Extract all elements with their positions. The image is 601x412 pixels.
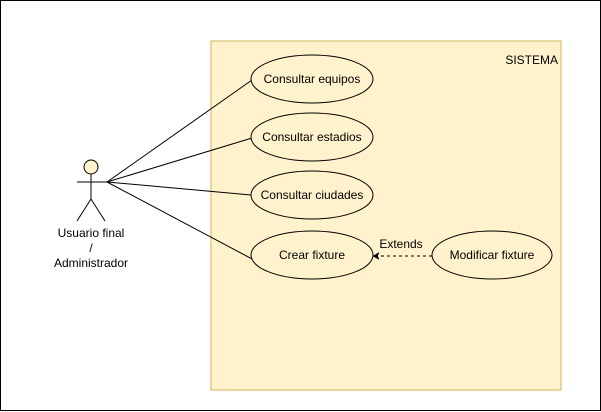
actor-head <box>83 159 99 175</box>
usecase-crear-fixture[interactable]: Crear fixture <box>250 230 374 280</box>
usecase-label: Modificar fixture <box>450 248 535 262</box>
association-consultar-ciudades[interactable] <box>106 181 252 196</box>
usecase-modificar-fixture[interactable]: Modificar fixture <box>431 230 553 280</box>
usecase-ellipse <box>250 230 374 280</box>
actor-label-line2: / <box>89 241 93 255</box>
system-title: SISTEMA <box>505 53 558 67</box>
usecase-consultar-ciudades[interactable]: Consultar ciudades <box>250 170 374 220</box>
usecase-label: Consultar equipos <box>264 72 361 86</box>
usecase-label: Consultar estadios <box>262 130 361 144</box>
usecase-consultar-estadios[interactable]: Consultar estadios <box>250 112 374 162</box>
usecase-ellipse <box>250 170 374 220</box>
association-crear-fixture[interactable] <box>106 181 255 261</box>
association-consultar-estadios[interactable] <box>106 137 253 183</box>
usecase-ellipse <box>250 54 374 104</box>
association-consultar-equipos[interactable] <box>106 79 253 183</box>
actor-usuario-administrador[interactable]: Usuario final / Administrador <box>54 159 128 270</box>
actor-left-leg <box>76 198 92 222</box>
usecase-ellipse <box>431 230 553 280</box>
usecase-label: Crear fixture <box>279 248 345 262</box>
actor-label-line3: Administrador <box>54 256 128 270</box>
system-boundary-box <box>210 40 562 391</box>
usecase-label: Consultar ciudades <box>261 188 364 202</box>
usecase-consultar-equipos[interactable]: Consultar equipos <box>250 54 374 104</box>
actor-figure-icon <box>76 159 107 222</box>
system-boundary[interactable]: SISTEMA <box>210 40 562 391</box>
actor-right-leg <box>90 198 106 222</box>
actor-label-line1: Usuario final <box>58 226 125 240</box>
usecase-ellipse <box>250 112 374 162</box>
extends-label: Extends <box>379 237 422 251</box>
